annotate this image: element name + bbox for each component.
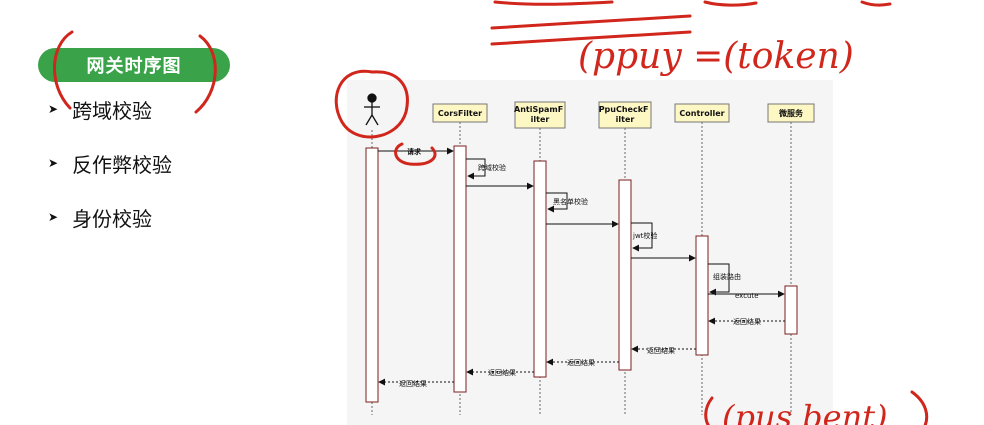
message-label: 返回结果 [399, 379, 427, 388]
participant-corsfilter: CorsFilter [432, 103, 488, 123]
message-label: 返回结果 [567, 358, 595, 367]
bullet-text: 跨域校验 [72, 98, 153, 123]
ink-stroke [490, 30, 692, 46]
message-return-from-microservice: 返回结果 [708, 317, 785, 326]
participant-label-line2: ilter [616, 115, 635, 124]
slide-title-pill: 网关时序图 [38, 48, 230, 82]
sequence-diagram: CorsFilter AntiSpamF ilter PpuCheckF ilt… [347, 80, 833, 425]
participant-label-line1: AntiSpamF [514, 105, 563, 114]
message-label: jwt校验 [632, 231, 657, 240]
activation-corsfilter [453, 145, 467, 393]
bullet-item: ➤ 反作弊校验 [48, 146, 172, 180]
participant-label: Controller [679, 109, 724, 118]
bullet-list: ➤ 跨域校验 ➤ 反作弊校验 ➤ 身份校验 [48, 92, 172, 254]
message-label: 黑名单校验 [553, 197, 588, 206]
participant-label-line2: ilter [531, 115, 550, 124]
message-jwt-check: jwt校验 [631, 222, 657, 252]
participant-label: CorsFilter [438, 109, 482, 118]
participant-label: 微服务 [778, 108, 804, 118]
message-cors-check: 跨域校验 [466, 158, 506, 180]
bullet-item: ➤ 身份校验 [48, 200, 172, 234]
slide-title: 网关时序图 [86, 56, 182, 77]
message-return-from-ppucheck: 返回结果 [546, 358, 619, 367]
message-label: 跨域校验 [478, 163, 506, 172]
participant-controller: Controller [674, 103, 730, 123]
activation-controller [695, 235, 709, 356]
message-label: 请求 [407, 147, 422, 156]
message-blacklist-check: 黑名单校验 [546, 192, 588, 213]
ink-stroke [860, 0, 892, 7]
ink-stroke [490, 14, 692, 30]
activation-actor [365, 147, 379, 403]
activation-ppucheckfilter [618, 179, 632, 371]
message-label: 返回结果 [733, 317, 761, 326]
participant-microservice: 微服务 [767, 103, 815, 123]
bullet-text: 身份校验 [72, 206, 153, 231]
diagram-background [347, 80, 833, 425]
participant-label-line1: PpuCheckF [599, 105, 649, 114]
message-label: 返回结果 [488, 368, 516, 377]
participant-ppucheckfilter: PpuCheckF ilter [598, 101, 652, 129]
activation-antispamfilter [533, 160, 547, 378]
message-execute: excute [708, 290, 785, 300]
ink-stroke [703, 0, 758, 7]
participant-antispamfilter: AntiSpamF ilter [514, 101, 566, 129]
activation-microservice [784, 285, 798, 335]
participant-label: PpuCheckF ilter [599, 105, 652, 124]
message-return-to-actor: 返回结果 [378, 378, 454, 388]
bullet-text: 反作弊校验 [72, 152, 173, 177]
bullet-arrow-icon: ➤ [48, 156, 59, 170]
message-return-from-antispam: 返回结果 [466, 368, 534, 377]
message-label: 返回结果 [647, 346, 675, 355]
message-label: 组装路由 [713, 272, 741, 281]
participant-label: AntiSpamF ilter [514, 105, 566, 124]
bullet-arrow-icon: ➤ [48, 102, 59, 116]
ink-paren-bottom-right [910, 390, 929, 425]
bullet-item: ➤ 跨域校验 [48, 92, 172, 126]
bullet-arrow-icon: ➤ [48, 210, 59, 224]
message-return-from-controller: 返回结果 [631, 345, 696, 355]
message-build-route: 组装路由 [708, 263, 741, 296]
message-label: excute [735, 292, 759, 300]
ink-note-top: (ppuy =(token) [578, 36, 854, 77]
ink-stroke [493, 0, 614, 6]
